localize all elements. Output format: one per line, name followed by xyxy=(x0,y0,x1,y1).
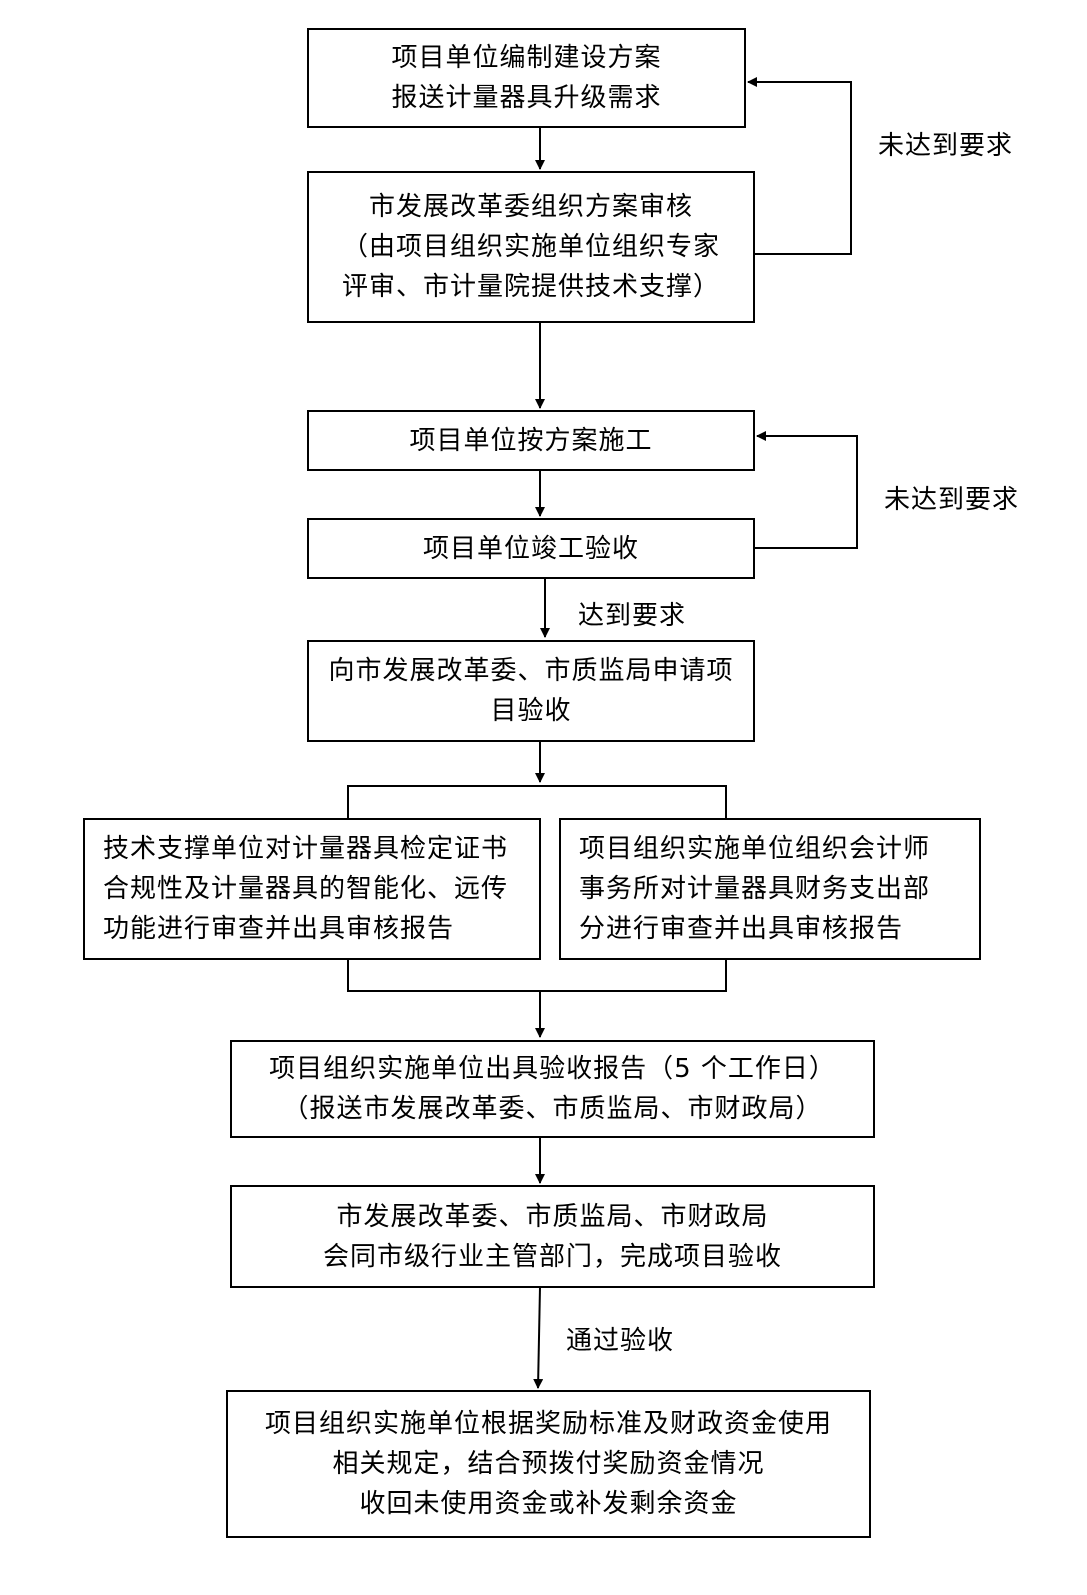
step-prepare-plan: 项目单位编制建设方案 报送计量器具升级需求 xyxy=(307,28,746,128)
step-text: 评审、市计量院提供技术支撑） xyxy=(341,272,720,302)
step-text: 合规性及计量器具的智能化、远传 xyxy=(103,874,509,904)
step-completion-check: 项目单位竣工验收 xyxy=(307,518,755,579)
step-text: 市发展改革委、市质监局、市财政局 xyxy=(336,1201,769,1232)
step-text: 相关规定，结合预拨付奖励资金情况 xyxy=(332,1449,765,1479)
step-technical-audit: 技术支撑单位对计量器具检定证书 合规性及计量器具的智能化、远传 功能进行审查并出… xyxy=(83,818,541,960)
step-text: 市发展改革委组织方案审核 xyxy=(368,192,693,222)
step-text: （报送市发展改革委、市质监局、市财政局） xyxy=(282,1094,823,1124)
step-financial-audit: 项目组织实施单位组织会计师 事务所对计量器具财务支出部 分进行审查并出具审核报告 xyxy=(559,818,981,960)
step-apply-acceptance: 向市发展改革委、市质监局申请项 目验收 xyxy=(307,640,755,742)
merge-bracket xyxy=(347,960,727,992)
step-text: 收回未使用资金或补发剩余资金 xyxy=(359,1489,738,1519)
step-text: 项目组织实施单位出具验收报告（5 个工作日） xyxy=(269,1054,836,1084)
loop-b2-b1 xyxy=(747,77,852,255)
label-not-met-2: 未达到要求 xyxy=(884,485,1020,515)
step-text: 项目单位竣工验收 xyxy=(422,533,639,564)
step-text: 项目组织实施单位根据奖励标准及财政资金使用 xyxy=(264,1409,832,1439)
step-text: 分进行审查并出具审核报告 xyxy=(579,914,904,944)
step-text: 功能进行审查并出具审核报告 xyxy=(103,914,455,944)
step-text: 向市发展改革委、市质监局申请项 xyxy=(328,656,734,686)
step-text: 技术支撑单位对计量器具检定证书 xyxy=(103,834,509,864)
step-plan-review: 市发展改革委组织方案审核 （由项目组织实施单位组织专家 评审、市计量院提供技术支… xyxy=(307,171,755,323)
step-fund-settlement: 项目组织实施单位根据奖励标准及财政资金使用 相关规定，结合预拨付奖励资金情况 收… xyxy=(226,1390,871,1538)
step-text: 目验收 xyxy=(490,696,572,726)
step-construction: 项目单位按方案施工 xyxy=(307,410,755,471)
label-passed-acceptance: 通过验收 xyxy=(566,1326,675,1356)
step-complete-acceptance: 市发展改革委、市质监局、市财政局 会同市级行业主管部门，完成项目验收 xyxy=(230,1185,875,1288)
step-text: 项目单位编制建设方案 xyxy=(391,43,662,73)
arrow-b9-b10 xyxy=(533,1286,544,1389)
step-text: 会同市级行业主管部门，完成项目验收 xyxy=(322,1241,782,1272)
step-acceptance-report: 项目组织实施单位出具验收报告（5 个工作日） （报送市发展改革委、市质监局、市财… xyxy=(230,1040,875,1138)
step-text: 项目组织实施单位组织会计师 xyxy=(579,834,931,864)
label-not-met-1: 未达到要求 xyxy=(878,131,1014,161)
step-text: （由项目组织实施单位组织专家 xyxy=(341,232,720,262)
loop-b4-b3 xyxy=(754,431,858,549)
split-bracket xyxy=(347,785,727,818)
step-text: 报送计量器具升级需求 xyxy=(391,83,662,113)
step-text: 事务所对计量器具财务支出部 xyxy=(579,874,931,904)
label-met: 达到要求 xyxy=(578,601,687,631)
step-text: 项目单位按方案施工 xyxy=(409,425,653,456)
